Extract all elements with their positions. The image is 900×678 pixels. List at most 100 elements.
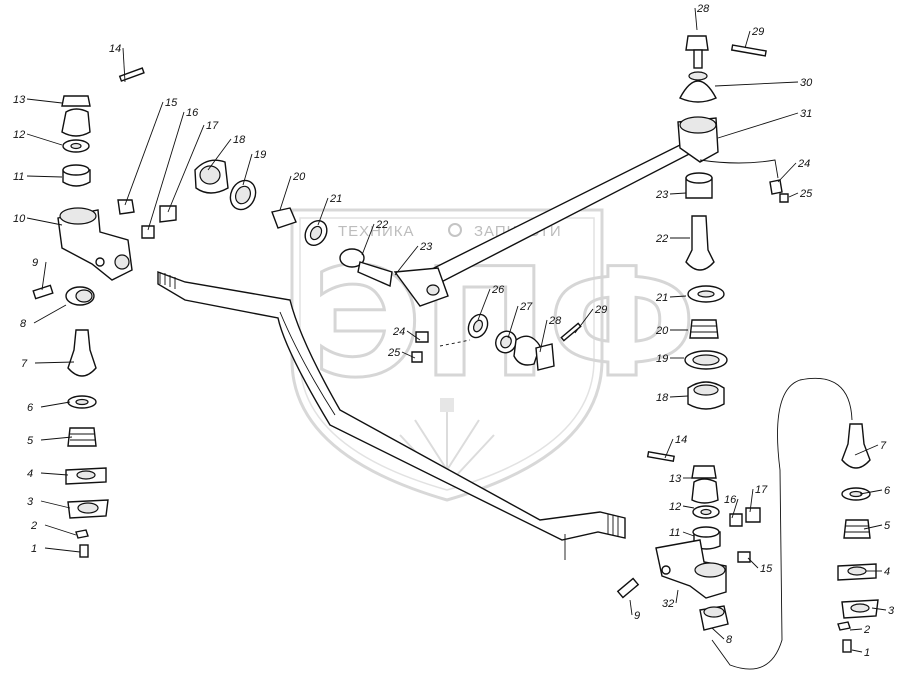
callout-l-28b: 28 bbox=[696, 3, 710, 15]
leader-line-l-4a bbox=[40, 472, 69, 476]
callout-l-21b: 21 bbox=[655, 292, 668, 304]
leader-line-l-14b bbox=[664, 438, 674, 459]
leader-line-l-25b bbox=[788, 192, 799, 198]
watermark-gear-icon bbox=[448, 223, 462, 237]
leader-line-l-24a bbox=[406, 330, 421, 341]
leader-line-l-15a bbox=[124, 101, 164, 206]
callout-l-23a: 23 bbox=[419, 241, 433, 253]
callout-l-20a: 20 bbox=[292, 171, 306, 183]
center-fittings bbox=[411, 313, 582, 371]
callout-l-22a: 22 bbox=[375, 219, 388, 231]
leader-line-l-23b bbox=[669, 192, 687, 195]
leader-line-l-7b bbox=[854, 444, 879, 456]
callout-l-26: 26 bbox=[491, 284, 505, 296]
callout-l-2b: 2 bbox=[863, 624, 870, 636]
callout-l-12b: 12 bbox=[669, 501, 681, 513]
callout-l-29a: 29 bbox=[594, 304, 607, 316]
callout-l-20b: 20 bbox=[655, 325, 669, 337]
callout-l-9a: 9 bbox=[32, 257, 38, 269]
watermark: ЭПФ ТЕХНИКА ЗАПЧАСТИ bbox=[290, 208, 698, 502]
callout-l-7a: 7 bbox=[21, 358, 28, 370]
leader-line-l-18b bbox=[669, 395, 689, 398]
callout-l-15a: 15 bbox=[165, 97, 178, 109]
callout-l-10: 10 bbox=[13, 213, 26, 225]
leader-line-l-6a bbox=[40, 401, 71, 408]
callout-l-2a: 2 bbox=[30, 520, 37, 532]
callout-l-8a: 8 bbox=[20, 318, 27, 330]
leader-line-l-32 bbox=[675, 589, 679, 604]
callout-l-25a: 25 bbox=[387, 347, 401, 359]
leader-line-l-29a bbox=[574, 308, 594, 334]
callout-l-6b: 6 bbox=[884, 485, 891, 497]
callout-l-11b: 11 bbox=[669, 527, 680, 539]
callout-l-22b: 22 bbox=[655, 233, 668, 245]
callout-l-21a: 21 bbox=[329, 193, 342, 205]
left-part-stack bbox=[32, 67, 145, 558]
callout-l-8b: 8 bbox=[726, 634, 733, 646]
leader-line-l-12a bbox=[26, 133, 63, 146]
leader-line-l-3a bbox=[40, 500, 71, 509]
leader-line-l-6b bbox=[859, 489, 883, 495]
callout-l-7b: 7 bbox=[880, 440, 887, 452]
callout-l-28a: 28 bbox=[548, 315, 562, 327]
leader-line-l-23a bbox=[394, 245, 419, 276]
callout-l-24a: 24 bbox=[392, 326, 405, 338]
callout-l-17b: 17 bbox=[755, 484, 768, 496]
leader-line-l-1a bbox=[44, 547, 81, 553]
watermark-shield bbox=[290, 208, 604, 502]
leader-line-l-21b bbox=[669, 295, 687, 298]
callout-l-6a: 6 bbox=[27, 402, 34, 414]
callout-l-3b: 3 bbox=[888, 605, 895, 617]
callout-l-19b: 19 bbox=[656, 353, 668, 365]
right-middle-stack bbox=[684, 172, 789, 410]
leader-line-l-31 bbox=[717, 112, 799, 139]
callout-l-29b: 29 bbox=[751, 26, 764, 38]
leader-line-l-28b bbox=[694, 7, 698, 31]
callout-l-15b: 15 bbox=[760, 563, 773, 575]
callout-l-16b: 16 bbox=[724, 494, 737, 506]
leader-line-l-7a bbox=[34, 361, 75, 364]
leader-line-l-25a bbox=[401, 351, 416, 359]
callout-l-4b: 4 bbox=[884, 566, 890, 578]
callout-l-11a: 11 bbox=[13, 171, 24, 183]
right-upper-stack bbox=[679, 35, 767, 103]
callout-l-1b: 1 bbox=[864, 647, 870, 659]
leader-line-l-17a bbox=[167, 124, 205, 213]
leader-line-l-13a bbox=[26, 98, 63, 104]
callout-l-4a: 4 bbox=[27, 468, 33, 480]
leader-line-l-17b bbox=[749, 488, 754, 513]
right-outer-stack bbox=[711, 377, 879, 670]
callout-l-27: 27 bbox=[519, 301, 533, 313]
callout-l-14a: 14 bbox=[109, 43, 121, 55]
leader-line-l-9a bbox=[41, 261, 47, 291]
left-tie-rod-end bbox=[57, 207, 133, 281]
callout-l-25b: 25 bbox=[799, 188, 813, 200]
leader-line-l-2b bbox=[849, 628, 863, 631]
leader-line-l-22a bbox=[361, 223, 375, 256]
drag-link bbox=[393, 116, 779, 307]
leader-line-l-24b bbox=[777, 162, 797, 183]
leader-line-l-20a bbox=[279, 175, 292, 211]
callout-l-13b: 13 bbox=[669, 473, 682, 485]
leader-line-l-27 bbox=[507, 305, 519, 339]
callout-l-32: 32 bbox=[662, 598, 674, 610]
watermark-shield-inner bbox=[299, 217, 595, 491]
callout-l-16a: 16 bbox=[186, 107, 199, 119]
leader-line-l-11b bbox=[682, 531, 695, 537]
leader-line-l-19 bbox=[242, 153, 253, 186]
callout-l-14b: 14 bbox=[675, 434, 687, 446]
leader-line-l-29b bbox=[744, 30, 751, 49]
callout-l-12a: 12 bbox=[13, 129, 25, 141]
callout-l-13a: 13 bbox=[13, 94, 26, 106]
callout-l-23b: 23 bbox=[655, 189, 669, 201]
leader-line-l-14a bbox=[122, 47, 126, 83]
watermark-text-left: ТЕХНИКА bbox=[338, 223, 415, 240]
leader-line-l-18a bbox=[207, 138, 232, 171]
callout-l-1a: 1 bbox=[31, 543, 37, 555]
leader-line-l-2a bbox=[44, 524, 77, 536]
leader-line-l-9b bbox=[629, 599, 633, 616]
leader-line-l-5b bbox=[863, 524, 883, 530]
leader-line-l-8b bbox=[711, 627, 725, 640]
